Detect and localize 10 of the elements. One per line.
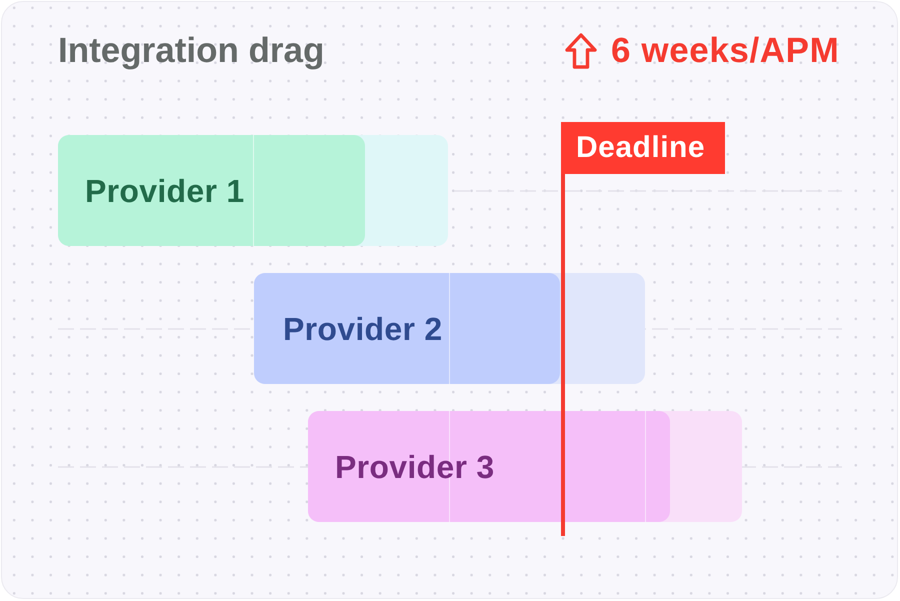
bar-label: Provider 2 (283, 310, 443, 348)
gantt-bar (254, 273, 645, 384)
gantt-bar (58, 135, 448, 246)
bar-label: Provider 1 (85, 172, 245, 210)
chart-title: Integration drag (58, 30, 324, 72)
metric-label: 6 weeks/APM (611, 30, 840, 72)
gantt-bar (308, 411, 742, 522)
deadline-label: Deadline (576, 130, 706, 166)
bar-label: Provider 3 (335, 448, 495, 486)
deadline-flag (561, 122, 725, 174)
